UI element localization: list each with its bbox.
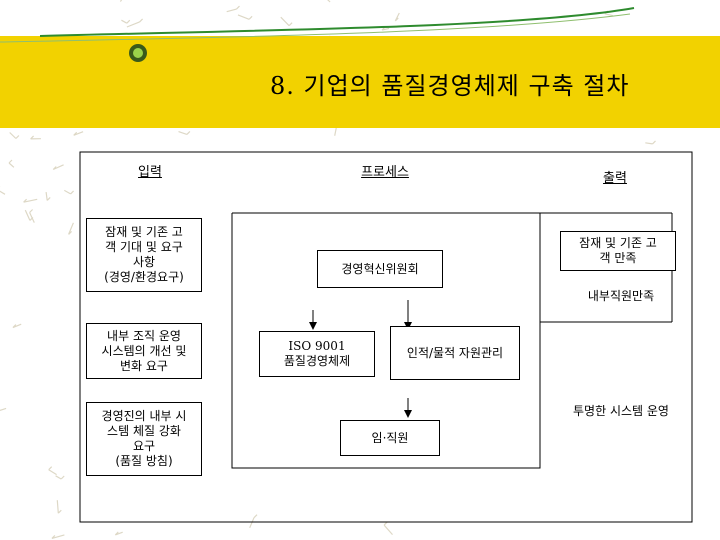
output-customer-satisfaction: 잠재 및 기존 고 객 만족	[560, 231, 676, 271]
input-internal-improvement: 내부 조직 운영 시스템의 개선 및 변화 요구	[86, 323, 202, 379]
input-line: 변화 요구	[120, 358, 168, 373]
output-column-header: 출력	[603, 171, 627, 186]
input-management-policy: 경영진의 내부 시 스템 체질 강화 요구 (품질 방침)	[86, 402, 202, 476]
output-employee-satisfaction: 내부직원만족	[587, 289, 655, 303]
decor-mark	[0, 186, 6, 195]
decor-mark	[327, 0, 331, 3]
decor-mark	[237, 14, 253, 20]
input-line: 요구	[132, 439, 156, 453]
decor-mark	[45, 192, 51, 201]
decor-mark	[9, 132, 20, 139]
decor-mark	[30, 135, 41, 140]
process-resource-management: 인적/물적 자원관리	[390, 326, 520, 380]
process-column-header: 프로세스	[361, 165, 409, 180]
output-line: 잠재 및 기존 고	[579, 236, 657, 250]
decor-mark	[12, 323, 22, 329]
decor-mark	[48, 466, 57, 476]
iso-line: 품질경영체제	[283, 354, 351, 368]
decor-mark	[126, 18, 144, 28]
decor-mark	[73, 131, 84, 136]
decor-mark	[52, 164, 64, 171]
decor-mark	[64, 189, 75, 195]
input-column-header: 입력	[138, 165, 162, 180]
decor-mark	[383, 521, 393, 535]
slide-title: 8. 기업의 품질경영체제 구축 절차	[270, 72, 630, 100]
decor-mark	[56, 500, 62, 514]
input-line: 잠재 및 기존 고	[105, 225, 183, 239]
input-line: 시스템의 개선 및	[101, 343, 187, 358]
decor-mark	[226, 5, 240, 13]
output-transparent-system: 투명한 시스템 운영	[573, 404, 669, 418]
input-line: 스템 체질 강화	[107, 424, 181, 438]
decor-mark	[68, 222, 74, 235]
input-line: 경영진의 내부 시	[101, 409, 187, 423]
input-line: (품질 방침)	[115, 454, 173, 468]
decor-mark	[23, 198, 38, 203]
header-band	[0, 36, 720, 128]
header-swoosh	[0, 7, 635, 62]
input-customer-requirements: 잠재 및 기존 고 객 기대 및 요구 사항 (경영/환경요구)	[86, 218, 202, 292]
decor-mark	[55, 475, 65, 480]
input-line: 객 기대 및 요구	[105, 240, 183, 254]
decor-mark	[24, 209, 34, 221]
output-line: 객 만족	[599, 251, 637, 265]
process-iso-system: ISO 9001 품질경영체제	[259, 331, 375, 377]
decor-mark	[645, 140, 656, 145]
decor-mark	[280, 16, 293, 27]
process-committee: 경영혁신위원회	[317, 250, 443, 288]
process-staff: 임·직원	[340, 420, 440, 456]
decor-mark	[114, 531, 123, 536]
input-line: 사항	[132, 255, 156, 269]
decor-mark	[0, 407, 7, 411]
iso-line: ISO 9001	[288, 339, 346, 353]
decor-mark	[121, 19, 131, 24]
process-committee-label: 경영혁신위원회	[341, 261, 419, 276]
input-line: (경영/환경요구)	[104, 270, 184, 284]
decor-mark	[51, 534, 65, 539]
decor-mark	[8, 159, 15, 168]
decor-mark	[394, 12, 400, 22]
resource-label: 인적/물적 자원관리	[406, 345, 504, 360]
decor-mark	[178, 130, 191, 135]
staff-label: 임·직원	[371, 430, 409, 445]
decor-mark	[249, 514, 258, 529]
input-line: 내부 조직 운영	[107, 328, 181, 343]
